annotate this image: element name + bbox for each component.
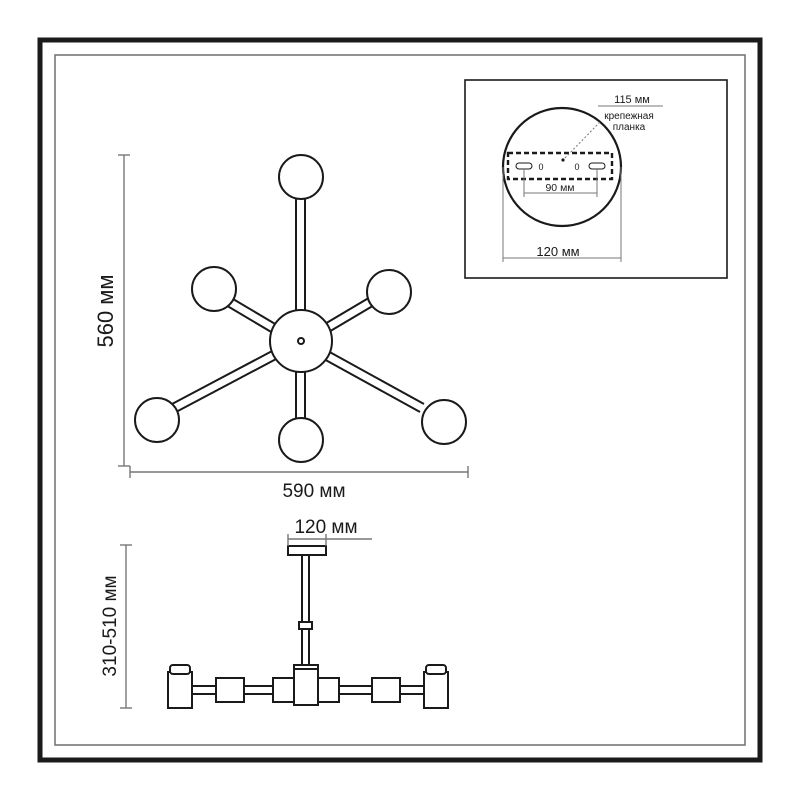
bracket-leader bbox=[564, 121, 601, 159]
dim-height-side-view bbox=[120, 544, 132, 709]
bracket-name-line2: планка bbox=[613, 122, 646, 133]
bracket-length-label: 115 мм bbox=[614, 94, 650, 106]
shade-end-right bbox=[423, 671, 449, 709]
shade-end-left bbox=[167, 671, 193, 709]
dim-hole-spacing bbox=[523, 169, 598, 197]
canopy-label: 120 мм bbox=[294, 517, 357, 538]
shade-lower-left bbox=[134, 397, 180, 443]
hub-screw bbox=[297, 337, 305, 345]
dim-height-top-view bbox=[118, 154, 130, 467]
hole-spacing-label: 90 мм bbox=[545, 182, 574, 194]
shade-upper-right bbox=[366, 269, 412, 315]
arm-bottom bbox=[295, 370, 306, 425]
socket-left-inner bbox=[215, 677, 245, 703]
dim-canopy-diameter bbox=[502, 167, 622, 262]
height-range-label: 310-510 мм bbox=[100, 575, 121, 676]
top-view bbox=[134, 154, 467, 463]
bracket-slot-left bbox=[515, 162, 533, 170]
shade-upper-left bbox=[191, 266, 237, 312]
arm-lower-left bbox=[171, 349, 279, 413]
shade-lower-right bbox=[421, 399, 467, 445]
socket-right-inner bbox=[371, 677, 401, 703]
shade-top bbox=[278, 154, 324, 200]
dim-canopy-side-view bbox=[287, 534, 372, 546]
bracket-center-dot bbox=[561, 158, 565, 162]
side-view bbox=[167, 545, 449, 709]
outer-frame bbox=[37, 37, 763, 763]
mounting-bracket bbox=[506, 151, 614, 181]
bracket-slot-right bbox=[588, 162, 606, 170]
bracket-name-line1: крепежная bbox=[604, 111, 654, 122]
arm-top bbox=[295, 195, 306, 318]
rod-coupling bbox=[298, 621, 313, 630]
arm-upper-left bbox=[223, 295, 283, 337]
shade-end-right-cap bbox=[425, 664, 447, 675]
width-label: 590 мм bbox=[282, 481, 345, 502]
arm-lower-right bbox=[321, 349, 425, 413]
canopy-diameter-label: 120 мм bbox=[536, 244, 579, 259]
center-socket bbox=[293, 664, 319, 706]
hole-mark-right: 0 bbox=[574, 162, 579, 172]
inner-frame bbox=[54, 54, 746, 746]
shade-bottom bbox=[278, 417, 324, 463]
hole-mark-left: 0 bbox=[538, 162, 543, 172]
dim-width-top-view bbox=[129, 466, 469, 478]
canopy bbox=[287, 545, 327, 556]
height-label: 560 мм bbox=[93, 274, 118, 347]
shade-end-left-cap bbox=[169, 664, 191, 675]
